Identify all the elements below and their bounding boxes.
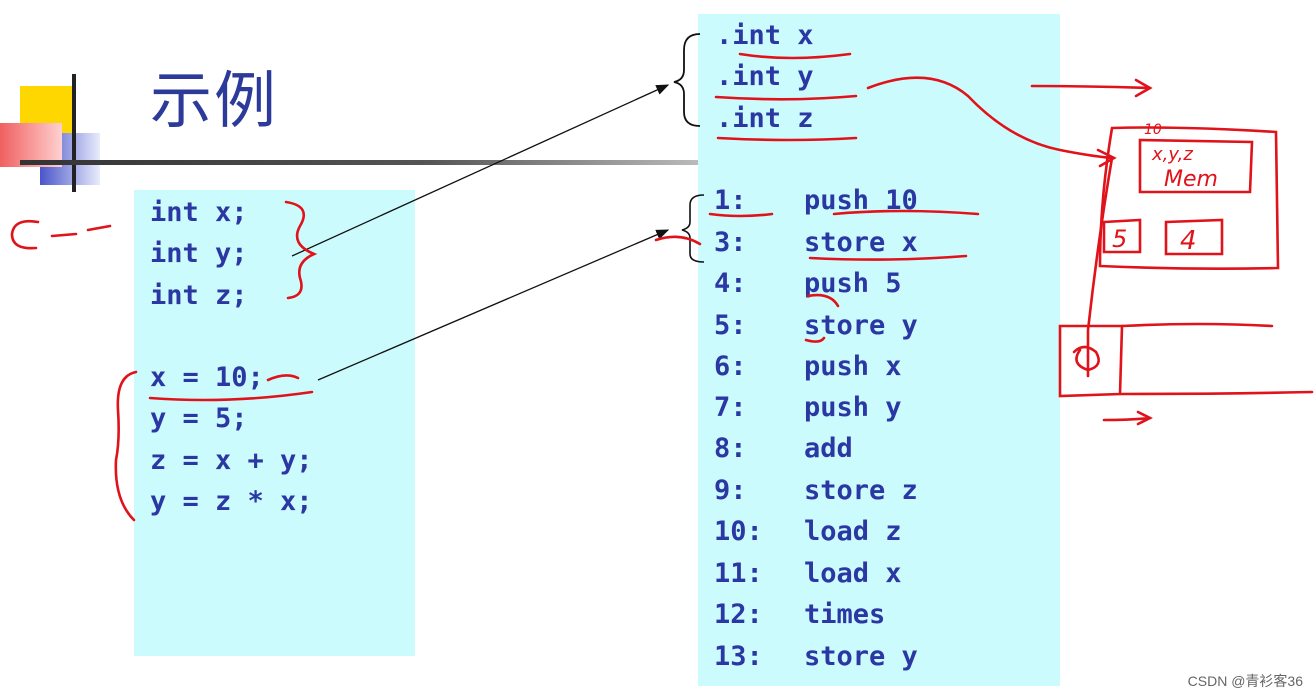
slide-title: 示例: [150, 64, 279, 137]
instruction-label: 11:: [714, 558, 763, 589]
stack-box: [1058, 324, 1124, 398]
instruction-label: 4:: [714, 268, 747, 299]
instruction-label: 5:: [714, 310, 747, 341]
instruction-label: 6:: [714, 351, 747, 382]
mem-vars-label: x,y,z: [1151, 144, 1193, 165]
memory-box: [1098, 126, 1280, 270]
mem-label: Mem: [1164, 167, 1218, 192]
mem-inner-box: [1138, 138, 1254, 194]
instruction-op: times: [804, 599, 886, 630]
box-right-4: [1164, 218, 1224, 256]
source-line: x = 10;: [150, 362, 264, 393]
right-arrow-bottom-head: [1136, 410, 1153, 426]
instruction-label: 13:: [714, 641, 763, 672]
instruction-op: store z: [804, 475, 918, 506]
instruction-label: 3:: [714, 227, 747, 258]
instruction-label: 7:: [714, 392, 747, 423]
instruction-op: push 5: [804, 268, 902, 299]
instruction-op: push 10: [804, 185, 918, 216]
box-left-value: 5: [1112, 225, 1127, 253]
left-c-mark: [10, 219, 40, 250]
declaration-line: .int x: [716, 20, 814, 51]
declaration-line: .int y: [716, 61, 814, 92]
stack-bottom-line: [1120, 390, 1314, 396]
vertical-divider-line: [72, 74, 76, 192]
source-line: y = 5;: [150, 403, 248, 434]
mem-arrow-head: [1096, 148, 1117, 168]
instruction-op: load x: [804, 558, 902, 589]
instruction-op: store x: [804, 227, 918, 258]
instruction-label: 12:: [714, 599, 763, 630]
source-line: y = z * x;: [150, 486, 313, 517]
mem-vertical-line: [1086, 156, 1114, 378]
source-line: int y;: [150, 238, 248, 269]
instruction-label: 8:: [714, 433, 747, 464]
red-square-decoration: [0, 123, 62, 167]
box-right-value: 4: [1180, 226, 1197, 256]
instruction-op: store y: [804, 310, 918, 341]
box-left-5: [1102, 218, 1142, 254]
stack-top-line: [1120, 322, 1274, 328]
instruction-label: 9:: [714, 475, 747, 506]
stack-scribble: [1072, 345, 1100, 372]
mark-label-3: [654, 235, 702, 246]
watermark: CSDN @青衫客36: [1187, 673, 1303, 689]
instruction-op: push x: [804, 351, 902, 382]
declaration-line: .int z: [716, 103, 814, 134]
instruction-op: push y: [804, 392, 902, 423]
assignment-brace-red: [114, 370, 138, 522]
instruction-op: add: [804, 433, 853, 464]
source-line: z = x + y;: [150, 445, 313, 476]
instruction-op: load z: [804, 516, 902, 547]
horizontal-divider-line: [20, 160, 700, 165]
source-line: int z;: [150, 280, 248, 311]
instruction-label: 10:: [714, 516, 763, 547]
source-line: int x;: [150, 197, 248, 228]
right-arrow-bottom: [1102, 416, 1152, 422]
declarations-brace: [673, 33, 701, 127]
instruction-label: 1:: [714, 185, 747, 216]
left-dash-mark: [50, 224, 112, 238]
mem-value-top: 10: [1144, 122, 1162, 138]
right-arrow-top-head: [1134, 78, 1153, 98]
instruction-op: store y: [804, 641, 918, 672]
